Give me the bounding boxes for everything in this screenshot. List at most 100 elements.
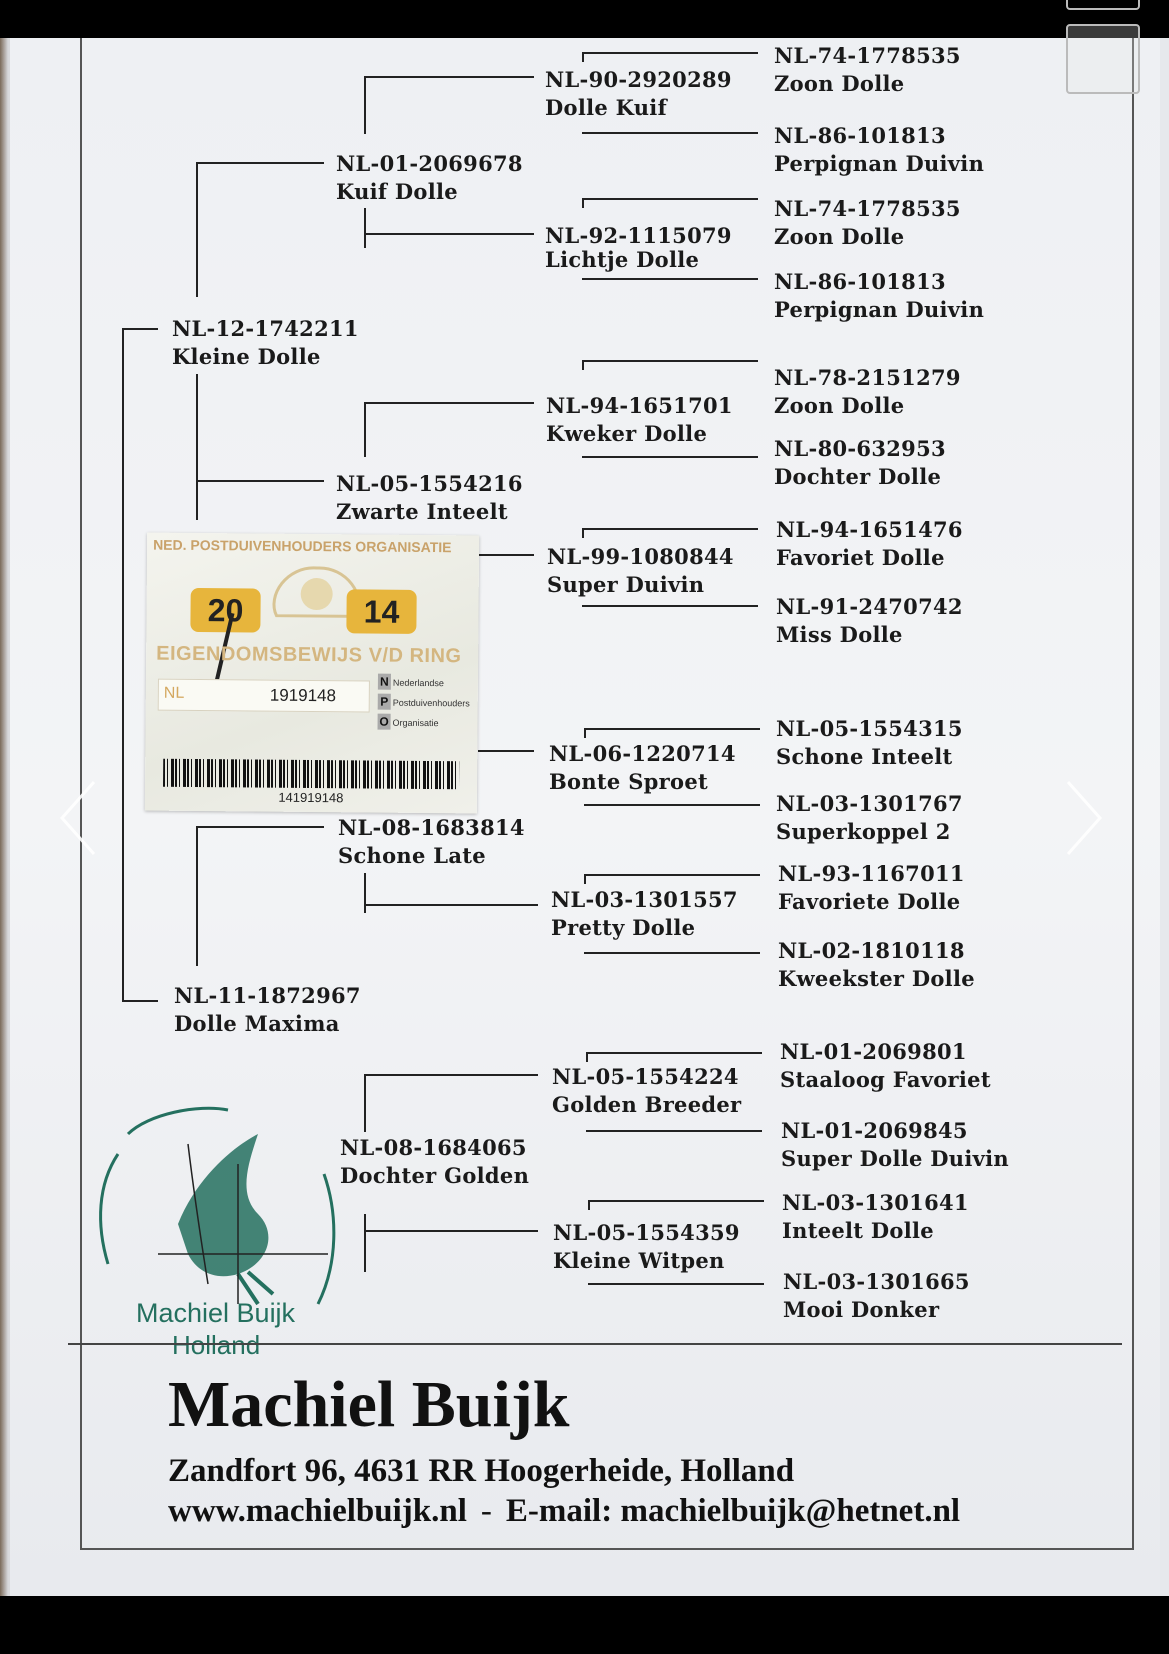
breeder-website: www.machielbuijk.nl <box>168 1493 467 1529</box>
pigeon-name: Miss Dolle <box>776 622 903 647</box>
pigeon-gen4: NL-86-101813 Perpignan Duivin <box>774 268 984 324</box>
connector <box>584 874 760 876</box>
ring-card-title: EIGENDOMSBEWIJS V/D RING <box>156 642 462 668</box>
ring-number: NL-05-1554224 <box>552 1064 739 1089</box>
pigeon-gen4: NL-93-1167011 Favoriete Dolle <box>778 860 965 916</box>
stamp-name: Machiel Buijk <box>136 1298 296 1328</box>
pigeon-gen1: NL-11-1872967 Dolle Maxima <box>174 982 361 1038</box>
connector <box>122 328 124 1000</box>
connector <box>584 952 760 954</box>
connector <box>582 360 584 370</box>
connector <box>364 1214 366 1272</box>
ring-number: NL-05-1554359 <box>553 1220 740 1245</box>
viewer-top-button[interactable] <box>1066 0 1140 10</box>
pigeon-name: Zoon Dolle <box>774 71 905 96</box>
connector <box>584 728 586 738</box>
ring-card-country: NL <box>163 684 185 702</box>
connector <box>584 874 586 884</box>
ring-number: NL-74-1778535 <box>774 196 961 221</box>
subject-pigeon: NL-12-1742211 Kleine Dolle <box>172 315 359 371</box>
breeder-footer: Machiel Buijk Zandfort 96, 4631 RR Hooge… <box>68 1343 1122 1555</box>
connector <box>582 360 758 362</box>
connector <box>196 826 324 828</box>
pigeon-gen3: NL-03-1301557 Pretty Dolle <box>551 886 738 942</box>
dam-pigeon: NL-05-1554216 Zwarte Inteelt <box>336 470 523 526</box>
ring-number: NL-86-101813 <box>774 123 946 148</box>
connector <box>582 198 758 200</box>
ring-number: NL-93-1167011 <box>778 861 965 886</box>
connector <box>582 278 758 280</box>
pigeon-name: Mooi Donker <box>783 1297 940 1322</box>
pigeon-name: Dolle Kuif <box>545 95 667 120</box>
connector <box>364 208 366 248</box>
pigeon-name: Lichtje Dolle <box>545 247 700 272</box>
connector <box>588 1283 764 1285</box>
connector <box>196 162 198 297</box>
connector <box>196 826 198 966</box>
viewer-overlay-button[interactable] <box>1066 24 1140 94</box>
pigeon-gen4: NL-80-632953 Dochter Dolle <box>774 435 946 491</box>
connector <box>582 528 584 538</box>
connector <box>364 233 534 235</box>
ring-number: NL-03-1301665 <box>783 1269 970 1294</box>
sheet-frame <box>80 38 1134 1550</box>
connector <box>196 480 324 482</box>
pigeon-name: Kleine Dolle <box>172 344 321 369</box>
ring-number: NL-03-1301641 <box>782 1190 969 1215</box>
connector <box>586 1130 762 1132</box>
pigeon-gen4: NL-74-1778535 Zoon Dolle <box>774 195 961 251</box>
pedigree-sheet <box>10 38 1160 1596</box>
ring-card-org: NED. POSTDUIVENHOUDERS ORGANISATIE <box>153 536 452 556</box>
breeder-contact: www.machielbuijk.nl-E-mail: machielbuijk… <box>168 1493 960 1530</box>
photo: NL-12-1742211 Kleine Dolle NL-01-2069678… <box>0 38 1169 1596</box>
pigeon-name: Schone Late <box>338 843 486 868</box>
connector <box>122 1000 158 1002</box>
next-image-chevron-icon[interactable] <box>1064 778 1104 858</box>
barcode <box>163 758 460 790</box>
pigeon-name: Super Duivin <box>547 572 705 597</box>
connector <box>586 1052 588 1062</box>
ring-ownership-card: NED. POSTDUIVENHOUDERS ORGANISATIE 20 14… <box>144 532 480 814</box>
connector <box>588 1200 764 1202</box>
pigeon-name: Kweekster Dolle <box>778 966 975 991</box>
ring-number: NL-01-2069801 <box>780 1039 967 1064</box>
pigeon-gen4: NL-01-2069845 Super Dolle Duivin <box>781 1117 1009 1173</box>
pigeon-name: Dolle Maxima <box>174 1011 340 1036</box>
pigeon-name: Dochter Golden <box>340 1163 530 1188</box>
pigeon-name: Kuif Dolle <box>336 179 458 204</box>
sire-pigeon: NL-01-2069678 Kuif Dolle <box>336 150 523 206</box>
pigeon-gen3: NL-94-1651701 Kweker Dolle <box>546 392 733 448</box>
connector <box>478 554 534 556</box>
pigeon-name: Golden Breeder <box>552 1092 742 1117</box>
connector <box>364 402 366 457</box>
breeding-center-stamp: Machiel Buijk Holland <box>88 1104 346 1362</box>
ring-number: NL-02-1810118 <box>778 938 965 963</box>
pigeon-gen4: NL-86-101813 Perpignan Duivin <box>774 122 984 178</box>
connector <box>582 132 758 134</box>
connector <box>582 605 758 607</box>
pigeon-gen4: NL-03-1301767 Superkoppel 2 <box>776 790 963 846</box>
ring-number: NL-08-1683814 <box>338 815 525 840</box>
barcode-number: 141919148 <box>278 789 344 806</box>
previous-image-chevron-icon[interactable] <box>58 778 98 858</box>
ring-number: NL-01-2069678 <box>336 151 523 176</box>
connector <box>582 198 584 208</box>
connector <box>584 728 760 730</box>
npo-line: Organisatie <box>392 717 439 729</box>
pigeon-name: Favoriet Dolle <box>776 545 945 570</box>
pigeon-name: Favoriete Dolle <box>778 889 961 914</box>
ring-number: NL-94-1651701 <box>546 393 733 418</box>
ring-card-number: 1919148 <box>269 685 337 706</box>
pigeon-name: Zoon Dolle <box>774 393 905 418</box>
ring-number: NL-08-1684065 <box>340 1135 527 1160</box>
connector <box>582 52 584 62</box>
ring-number: NL-86-101813 <box>774 269 946 294</box>
ring-number: NL-03-1301767 <box>776 791 963 816</box>
pigeon-name: Bonte Sproet <box>549 769 708 794</box>
pigeon-name: Perpignan Duivin <box>774 297 985 322</box>
ring-number: NL-12-1742211 <box>172 316 359 341</box>
connector <box>364 1074 538 1076</box>
ring-number: NL-99-1080844 <box>547 544 734 569</box>
pigeon-name: Super Dolle Duivin <box>781 1146 1010 1171</box>
